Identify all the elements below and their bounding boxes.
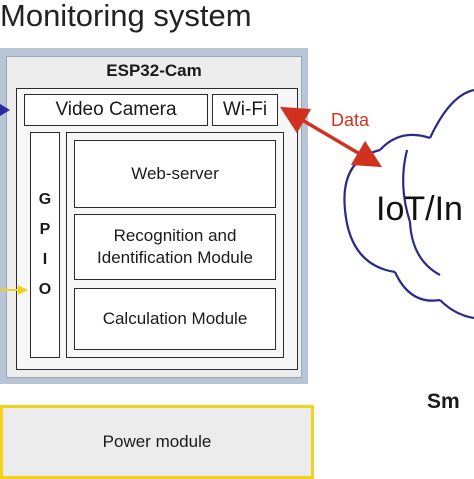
video-camera-label: Video Camera — [55, 99, 177, 120]
recognition-line-1: Recognition and — [113, 226, 237, 245]
recognition-module-label: Recognition and Identification Module — [97, 225, 253, 269]
smart-device-label: Sm — [427, 390, 460, 413]
gpio-letter: I — [42, 251, 48, 268]
calculation-module-box: Calculation Module — [74, 288, 276, 350]
esp32-cam-title: ESP32-Cam — [106, 61, 202, 80]
data-arrow — [279, 106, 383, 168]
power-module-label: Power module — [102, 432, 212, 451]
gpio-box: G P I O — [30, 132, 60, 358]
web-server-label: Web-server — [131, 164, 219, 183]
recognition-module-box: Recognition and Identification Module — [74, 214, 276, 280]
diagram-title: Monitoring system — [0, 0, 252, 33]
recognition-line-2: Identification Module — [97, 248, 253, 267]
web-server-box: Web-server — [74, 140, 276, 208]
gpio-letter: O — [38, 281, 52, 298]
wifi-box: Wi-Fi — [212, 94, 278, 126]
power-module-box: Power module — [0, 405, 314, 479]
iot-cloud-label: IoT/In — [376, 190, 463, 228]
data-label: Data — [331, 110, 370, 130]
wifi-label: Wi-Fi — [222, 99, 268, 120]
camera-input-arrow — [0, 104, 10, 116]
gpio-letter: P — [39, 221, 51, 238]
gpio-input-arrow-head — [18, 285, 28, 295]
gpio-letter: G — [38, 191, 52, 208]
video-camera-box: Video Camera — [24, 94, 208, 126]
calculation-module-label: Calculation Module — [102, 309, 248, 328]
